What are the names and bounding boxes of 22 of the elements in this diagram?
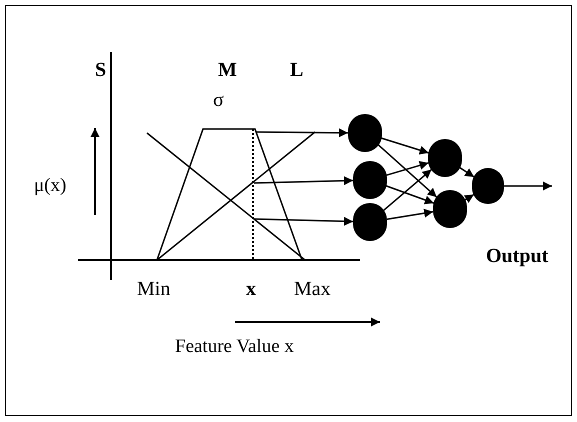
label-text: Max (294, 279, 331, 299)
label-text: S (95, 60, 106, 80)
arrow (504, 182, 552, 190)
label-text: Min (137, 279, 170, 299)
arrow (459, 166, 475, 178)
arrow (254, 216, 354, 226)
label-text: M (218, 60, 237, 80)
label-text: μ(x) (34, 176, 66, 195)
arrow (254, 176, 354, 186)
label-text: L (290, 60, 304, 80)
arrow (256, 128, 348, 138)
arrow (386, 185, 434, 204)
arrow (464, 194, 474, 204)
arrow (383, 168, 432, 212)
label-text: Output (486, 246, 548, 266)
arrow (378, 144, 438, 198)
label-text: σ (213, 90, 224, 110)
label-text: Feature Value x (175, 337, 294, 356)
arrow (386, 161, 429, 176)
arrow (386, 208, 434, 220)
label-text: x (246, 279, 256, 299)
arrow (381, 137, 429, 154)
